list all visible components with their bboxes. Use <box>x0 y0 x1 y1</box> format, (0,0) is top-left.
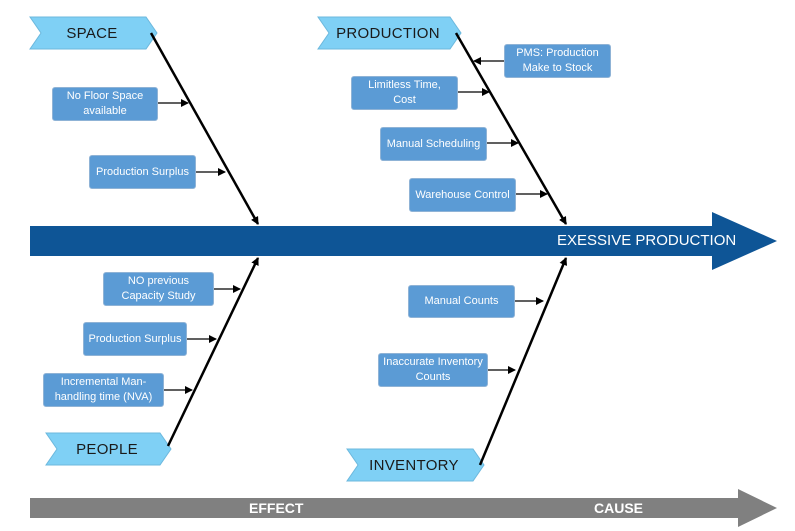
space-bone <box>149 32 260 225</box>
category-people-label: PEOPLE <box>76 440 138 458</box>
cause-people-production-surplus: Production Surplus <box>83 322 187 356</box>
cause-space-production-surplus: Production Surplus <box>89 155 196 189</box>
category-production-label: PRODUCTION <box>336 24 440 42</box>
inventory-bone <box>478 257 568 466</box>
inventory-category-shape <box>346 448 485 482</box>
cause-warehouse-control: Warehouse Control <box>409 178 516 212</box>
category-inventory-label: INVENTORY <box>369 456 459 474</box>
cause-limitless-time-cost: Limitless Time, Cost <box>351 76 458 110</box>
cause-pms-make-to-stock: PMS: Production Make to Stock <box>504 44 611 78</box>
main-spine-arrow <box>30 212 777 270</box>
space-category-shape <box>29 16 158 50</box>
production-category-shape <box>317 16 462 50</box>
cause-no-floor-space: No Floor Space available <box>52 87 158 121</box>
effect-cause-axis-arrow <box>30 489 777 527</box>
people-bone <box>166 257 260 447</box>
cause-man-handling-time: Incremental Man-handling time (NVA) <box>43 373 164 407</box>
cause-manual-scheduling: Manual Scheduling <box>380 127 487 161</box>
cause-inaccurate-counts: Inaccurate Inventory Counts <box>378 353 488 387</box>
people-category-shape <box>45 432 172 466</box>
axis-cause-label: CAUSE <box>594 500 644 516</box>
cause-manual-counts: Manual Counts <box>408 285 515 318</box>
axis-effect-label: EFFECT <box>249 500 304 516</box>
category-space-label: SPACE <box>66 24 118 42</box>
cause-no-capacity-study: NO previous Capacity Study <box>103 272 214 306</box>
effect-label: EXESSIVE PRODUCTION <box>557 232 737 249</box>
